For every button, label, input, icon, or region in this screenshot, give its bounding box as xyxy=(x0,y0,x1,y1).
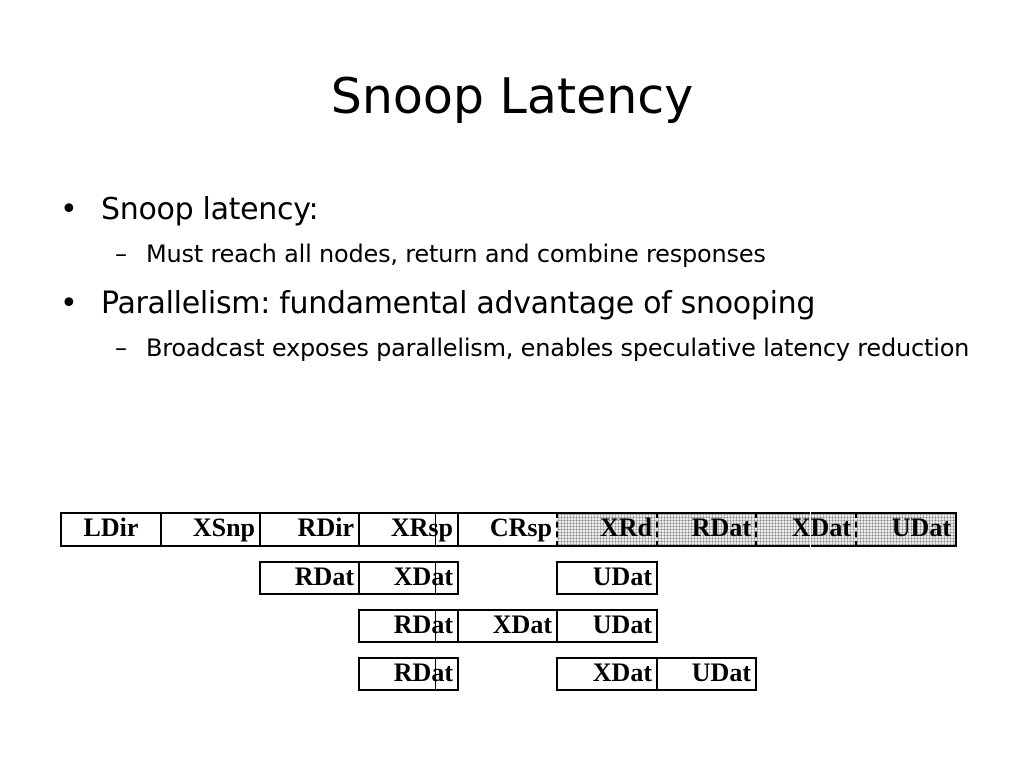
timing-cell-crsp: CRsp xyxy=(458,513,557,545)
row1-divider xyxy=(259,512,261,547)
row4-divider xyxy=(457,657,459,691)
row2-divider xyxy=(556,561,558,595)
guide-line xyxy=(435,512,436,547)
row3-border xyxy=(358,609,658,611)
row1-divider xyxy=(160,512,162,547)
row1-dashed-divider xyxy=(656,512,658,547)
timing-cell-ldir: LDir xyxy=(61,513,161,545)
row2-divider xyxy=(457,561,459,595)
sub-bullet-text: Must reach all nodes, return and combine… xyxy=(146,240,766,268)
timing-cell-rdat: RDat xyxy=(657,513,756,545)
timing-cell-rdat: RDat xyxy=(359,610,458,642)
row4-divider xyxy=(656,657,658,691)
row4-divider xyxy=(755,657,757,691)
row3-border xyxy=(358,641,658,643)
bullet-list: • Snoop latency: – Must reach all nodes,… xyxy=(60,186,980,368)
row3-divider xyxy=(457,609,459,643)
row1-bottom-border xyxy=(61,545,957,547)
bullet-item: • Parallelism: fundamental advantage of … xyxy=(60,280,980,328)
row3-divider xyxy=(556,609,558,643)
row1-top-border xyxy=(61,512,957,514)
dash-marker: – xyxy=(115,334,127,362)
row1-divider xyxy=(955,512,957,547)
guide-line xyxy=(435,657,436,691)
sub-bullet-item: – Broadcast exposes parallelism, enables… xyxy=(115,328,980,368)
row1-dashed-divider xyxy=(755,512,757,547)
slide-title: Snoop Latency xyxy=(330,68,694,125)
bullet-text: Snoop latency: xyxy=(101,192,319,227)
row3-divider xyxy=(656,609,658,643)
timing-cell-rdat: RDat xyxy=(359,658,458,690)
timing-cell-udat: UDat xyxy=(557,562,657,594)
bullet-marker: • xyxy=(60,192,78,227)
timing-cell-rdat: RDat xyxy=(260,562,359,594)
guide-line xyxy=(435,609,436,643)
timing-cell-xdat: XDat xyxy=(557,658,657,690)
bullet-text: Parallelism: fundamental advantage of sn… xyxy=(101,286,816,321)
row1-dashed-divider xyxy=(855,512,857,547)
row1-divider xyxy=(457,512,459,547)
row2-divider xyxy=(259,561,261,595)
row2-border xyxy=(556,593,658,595)
guide-line xyxy=(810,512,811,547)
row1-divider xyxy=(358,512,360,547)
row3-divider xyxy=(358,609,360,643)
row4-divider xyxy=(556,657,558,691)
dash-marker: – xyxy=(115,240,127,268)
timing-cell-xdat: XDat xyxy=(359,562,458,594)
timing-cell-udat: UDat xyxy=(657,658,756,690)
sub-bullet-text: Broadcast exposes parallelism, enables s… xyxy=(146,334,970,362)
timing-cell-xrsp: XRsp xyxy=(359,513,458,545)
timing-cell-xdat: XDat xyxy=(756,513,856,545)
timing-cell-udat: UDat xyxy=(856,513,956,545)
row4-border xyxy=(358,657,459,659)
row4-divider xyxy=(358,657,360,691)
bullet-item: • Snoop latency: xyxy=(60,186,980,234)
timing-cell-xdat: XDat xyxy=(458,610,557,642)
timing-cell-xsnp: XSnp xyxy=(161,513,260,545)
guide-line xyxy=(435,561,436,595)
timing-cell-rdir: RDir xyxy=(260,513,359,545)
sub-bullet-item: – Must reach all nodes, return and combi… xyxy=(115,234,980,274)
timing-cell-xrd: XRd xyxy=(557,513,657,545)
row1-dashed-divider xyxy=(556,512,558,547)
row2-divider xyxy=(656,561,658,595)
bullet-marker: • xyxy=(60,286,78,321)
row2-border xyxy=(556,561,658,563)
timing-cell-udat: UDat xyxy=(557,610,657,642)
row1-divider xyxy=(60,512,62,547)
row4-border xyxy=(358,689,459,691)
row2-divider xyxy=(358,561,360,595)
